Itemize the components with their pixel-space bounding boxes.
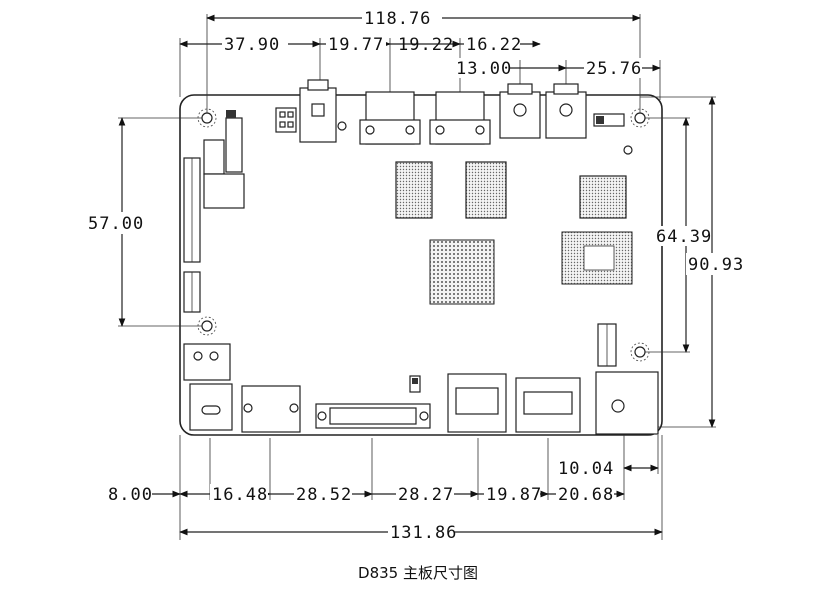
memory-chip-1 (395, 161, 433, 219)
bottom-left-dc-jack (183, 343, 231, 381)
small-jumper-top (275, 107, 297, 133)
audio-jack-2 (545, 83, 587, 139)
label-top-c4: 13.00 (456, 59, 512, 79)
label-right-vertical-1: 64.39 (656, 227, 712, 247)
bottom-vga-connector (315, 403, 431, 429)
memory-chip-2 (465, 161, 507, 219)
mounting-hole-top-left (197, 108, 217, 128)
usb-stack-2 (429, 91, 491, 145)
mounting-hole-mid-right (630, 342, 650, 362)
usb-stack-1 (359, 91, 421, 145)
diagram-caption: D835 主板尺寸图 (358, 564, 478, 582)
main-soc (429, 239, 495, 305)
label-bottom-b2: 28.52 (296, 485, 352, 505)
label-top-c2: 19.22 (398, 35, 454, 55)
left-header-block (203, 110, 245, 209)
bottom-audio-jack (189, 383, 233, 431)
board-outline (179, 94, 663, 436)
label-top-c3: 16.22 (466, 35, 522, 55)
label-left-vertical: 57.00 (88, 214, 144, 234)
flash-chip (561, 231, 633, 285)
right-pin-header (597, 323, 617, 367)
small-header-top-right (593, 113, 633, 155)
left-small-pin-header (183, 271, 201, 313)
label-top-overall: 118.76 (364, 9, 431, 29)
left-long-pin-header (183, 157, 201, 263)
label-bottom-right-small: 10.04 (558, 459, 614, 479)
label-bottom-b1: 16.48 (212, 485, 268, 505)
module-chip (579, 175, 627, 219)
bottom-right-port (595, 371, 659, 435)
label-right-vertical-2: 90.93 (688, 255, 744, 275)
label-bottom-b0: 8.00 (108, 485, 153, 505)
label-left-hole-top: 37.90 (224, 35, 280, 55)
label-bottom-b5: 20.68 (558, 485, 614, 505)
label-top-c1: 19.77 (328, 35, 384, 55)
bottom-hdmi-port (241, 385, 301, 433)
label-bottom-b3: 28.27 (398, 485, 454, 505)
audio-jack-1 (499, 83, 541, 139)
label-bottom-b4: 19.87 (486, 485, 542, 505)
bottom-small-switch (409, 375, 421, 393)
label-top-c5: 25.76 (586, 59, 642, 79)
label-bottom-overall: 131.86 (390, 523, 457, 543)
bottom-rj45-port-2 (515, 377, 581, 433)
mounting-hole-top-right (630, 108, 650, 128)
left-extension-lines (118, 117, 205, 327)
mounting-hole-mid-left (197, 316, 217, 336)
bottom-rj45-port-1 (447, 373, 507, 433)
dc-power-jack (299, 79, 347, 143)
